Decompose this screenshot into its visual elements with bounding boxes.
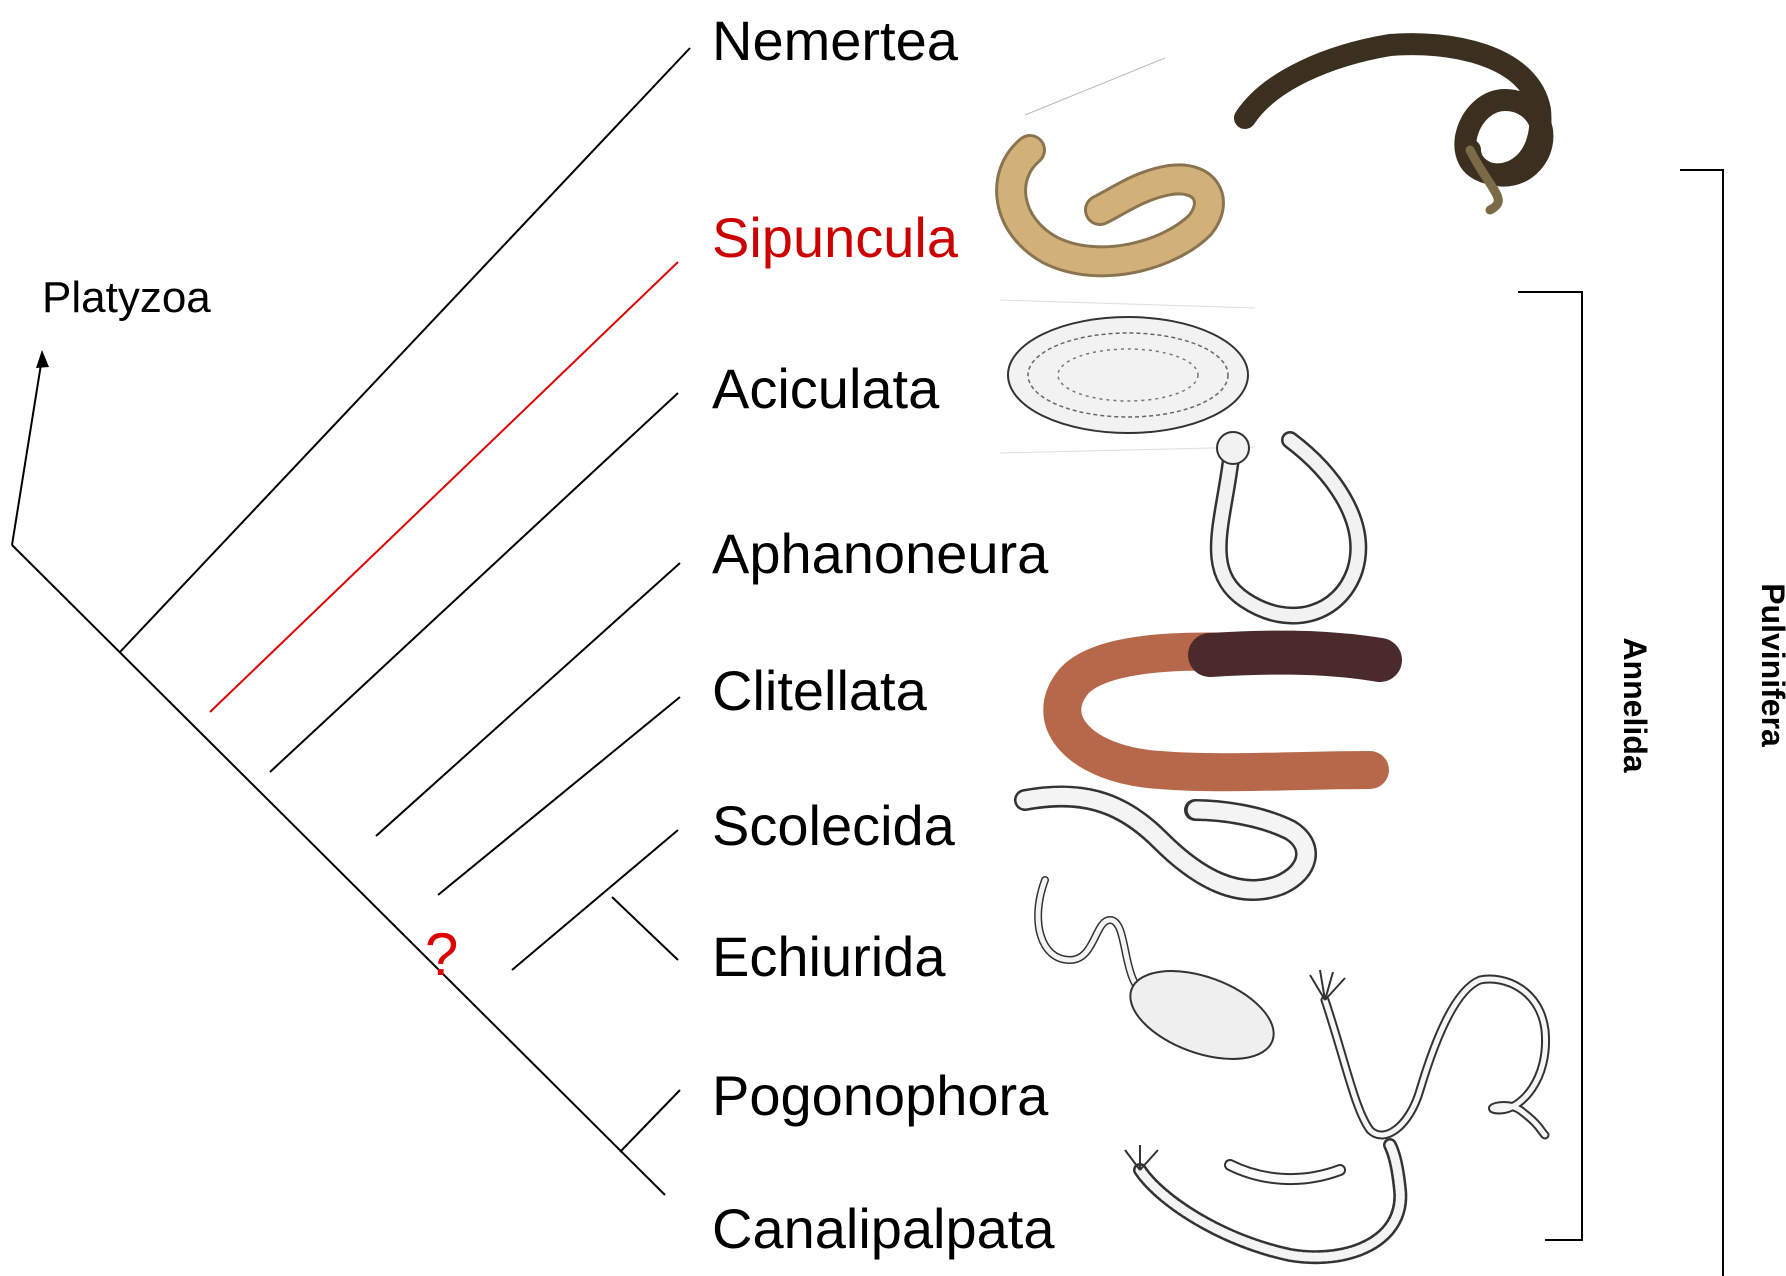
taxon-label-pogonophora: Pogonophora: [712, 1064, 1049, 1127]
illustration-aphanoneura: [1217, 432, 1358, 616]
illustration-pogonophora: [1310, 970, 1546, 1135]
branch-clitellata: [438, 697, 680, 895]
backbone-branch: [12, 545, 665, 1195]
outgroup-label: Platyzoa: [42, 273, 211, 322]
tree-branches: [12, 48, 690, 1195]
taxon-label-scolecida: Scolecida: [712, 794, 956, 857]
branch-pogonophora: [620, 1090, 680, 1152]
illustration-sipuncula: [1011, 150, 1209, 261]
illustration-echiurida: [1038, 880, 1285, 1076]
clade-label-pulvinifera: Pulvinifera: [1755, 583, 1786, 747]
illustration-nemertea: [1025, 44, 1542, 210]
taxon-label-sipuncula: Sipuncula: [712, 206, 959, 269]
taxon-label-echiurida: Echiurida: [712, 925, 946, 988]
outgroup-branch: [12, 350, 49, 545]
branch-sipuncula: [210, 262, 678, 712]
arrowhead-icon: [36, 350, 49, 368]
branch-nemertea: [120, 48, 690, 652]
taxon-label-nemertea: Nemertea: [712, 9, 959, 72]
taxon-label-aphanoneura: Aphanoneura: [712, 522, 1049, 585]
taxon-label-clitellata: Clitellata: [712, 659, 928, 722]
bracket-pulvinifera: [1680, 170, 1723, 1276]
illustration-aciculata: [1000, 300, 1255, 453]
clade-label-annelida: Annelida: [1617, 637, 1653, 772]
illustration-clitellata: [1062, 651, 1380, 772]
taxon-label-aciculata: Aciculata: [712, 357, 940, 420]
illustration-canalipalpata: [1125, 1145, 1400, 1257]
illustration-scolecida: [1025, 796, 1306, 890]
branch-aphanoneura: [376, 563, 680, 836]
branch-echiurida: [612, 897, 678, 960]
branch-scolecida: [512, 830, 678, 970]
branch-aciculata: [270, 393, 678, 772]
uncertainty-mark: ?: [425, 921, 458, 988]
taxon-label-canalipalpata: Canalipalpata: [712, 1197, 1055, 1260]
